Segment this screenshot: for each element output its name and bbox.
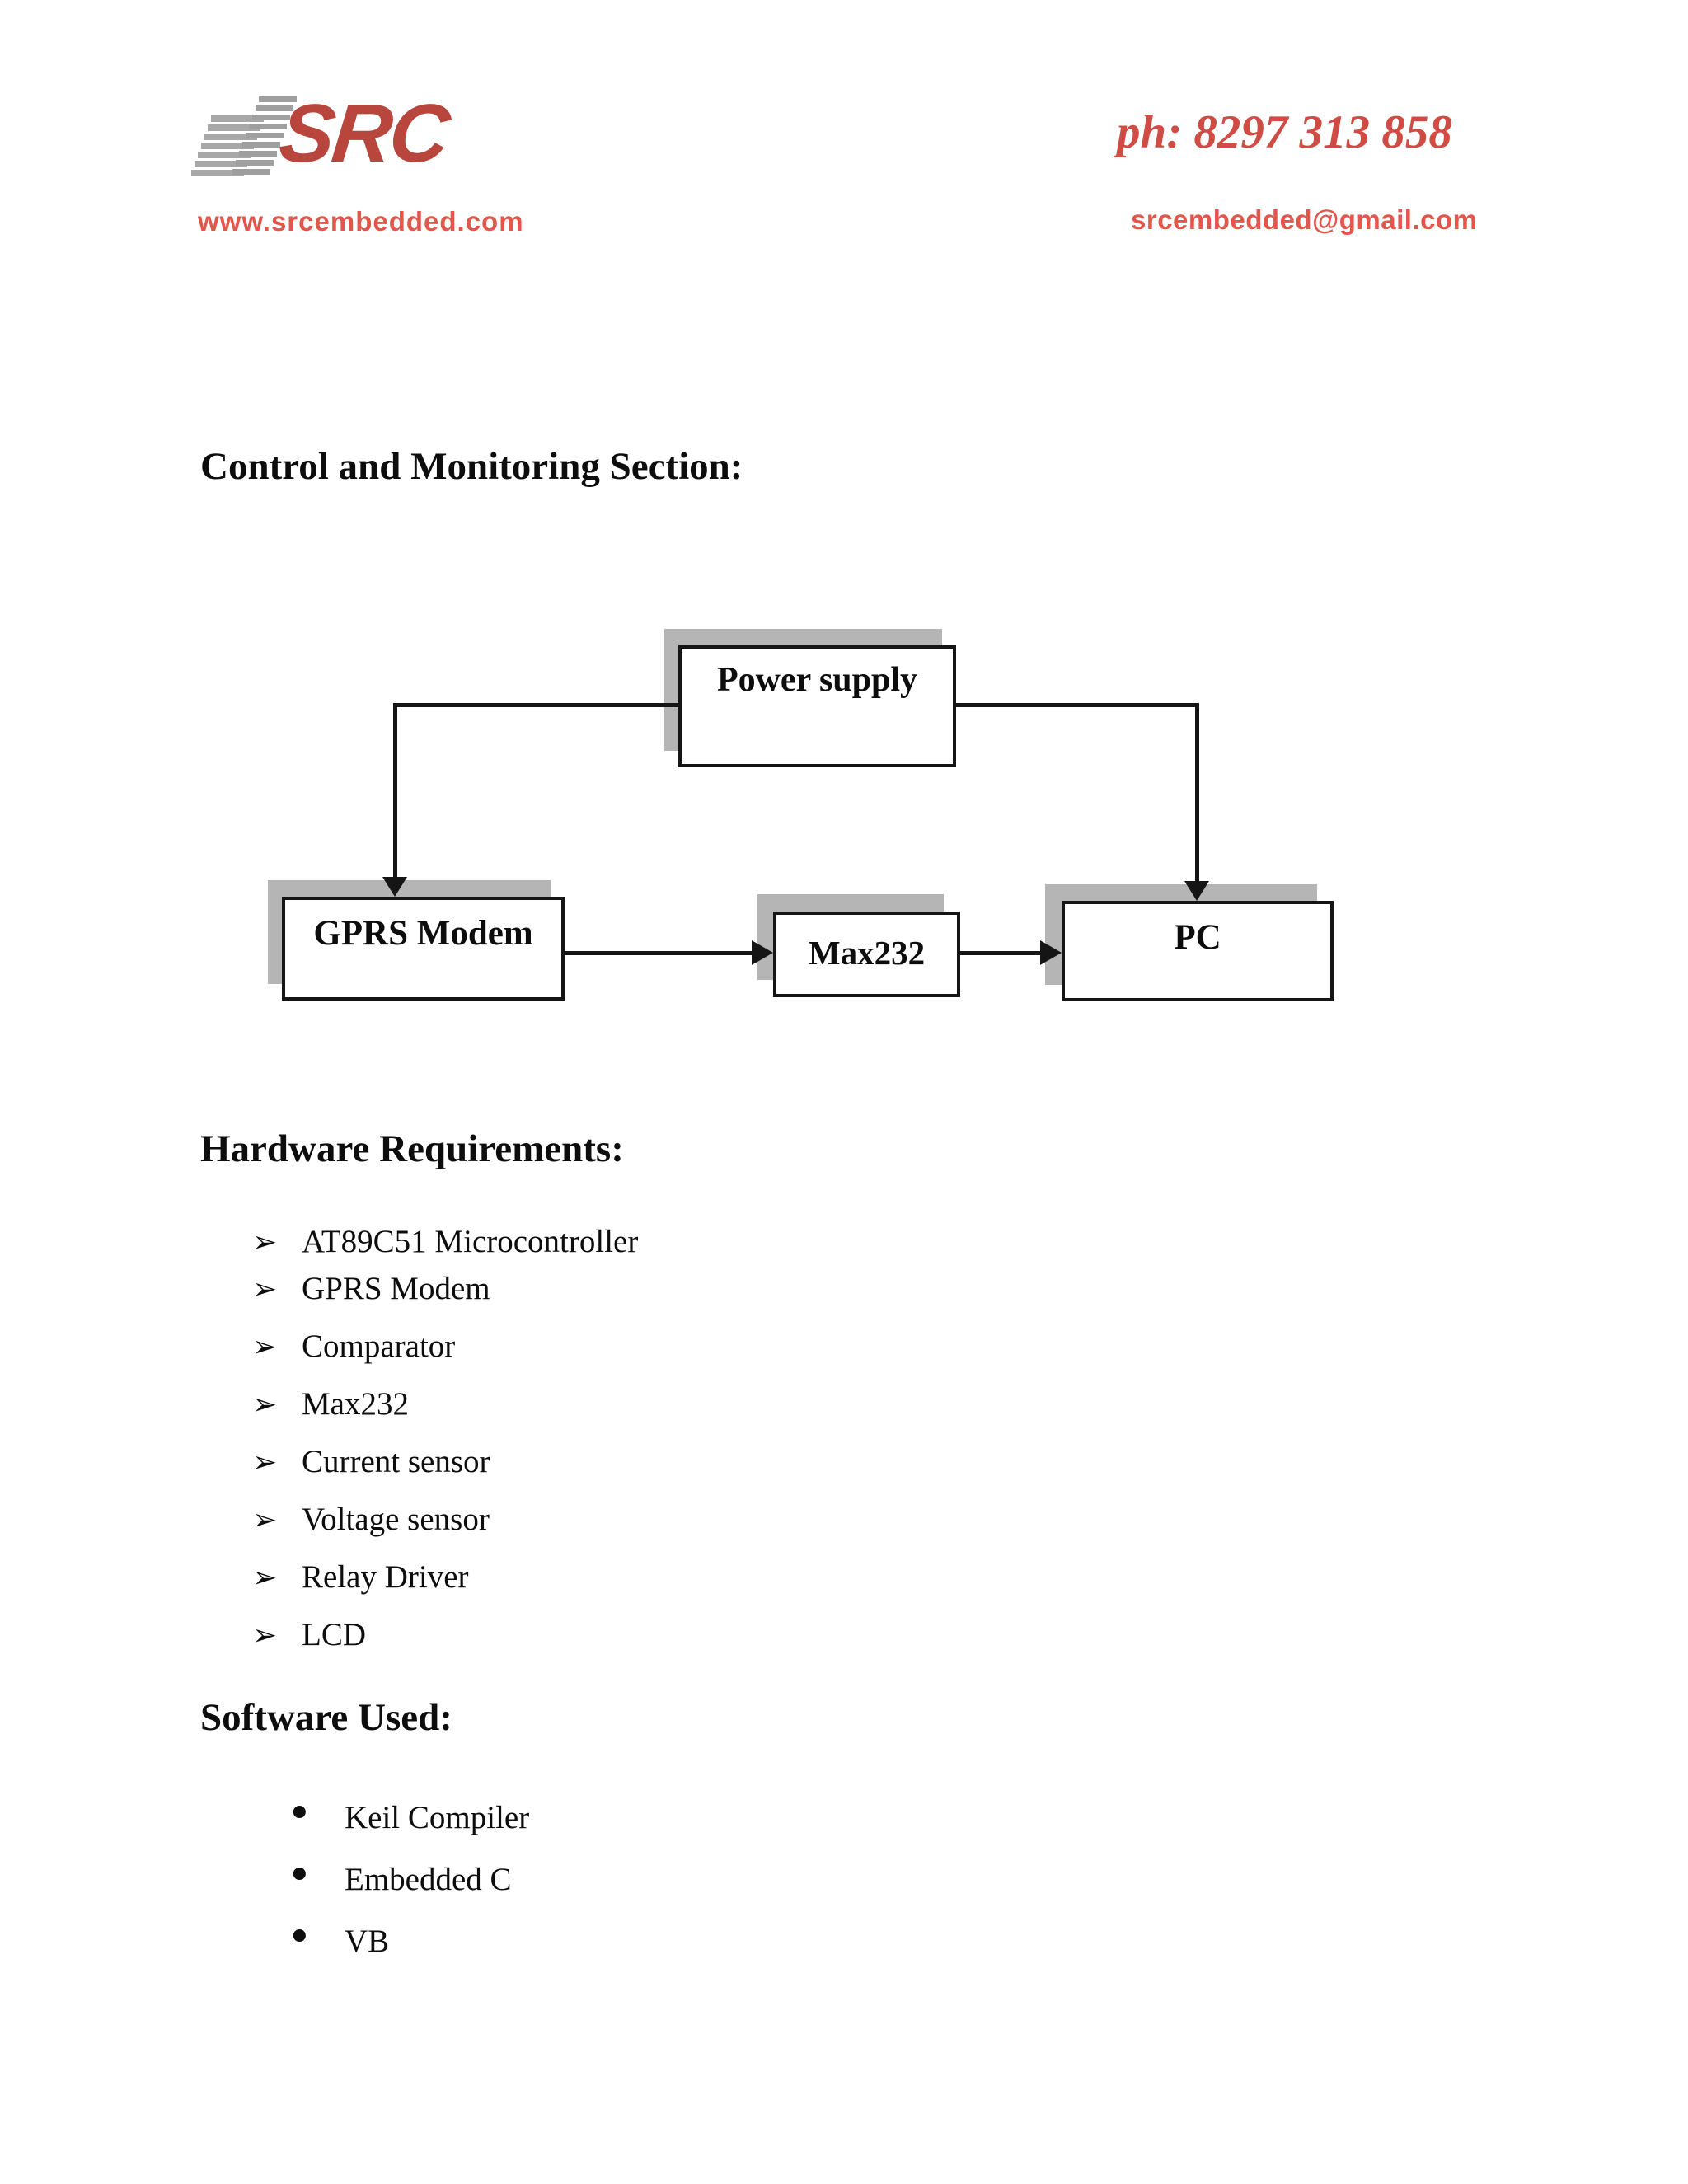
power-supply-label: Power supply (716, 661, 918, 699)
hardware-section-title: Hardware Requirements: (200, 1127, 624, 1170)
src-logo-bars-icon (191, 96, 297, 176)
list-item: ➢ Relay Driver (252, 1557, 638, 1599)
dot-bullet-icon: • (287, 1913, 312, 1962)
list-item: ➢ LCD (252, 1615, 638, 1657)
software-list: • Keil Compiler • Embedded C • VB (287, 1793, 529, 1962)
list-item: ➢ AT89C51 Microcontroller (252, 1221, 638, 1263)
list-item-label: Voltage sensor (302, 1502, 490, 1537)
list-item-label: Comparator (302, 1329, 456, 1364)
list-item: ➢ Comparator (252, 1326, 638, 1368)
dot-bullet-icon: • (287, 1789, 312, 1839)
max232-label: Max232 (808, 934, 926, 972)
arrow-bullet-icon: ➢ (252, 1619, 278, 1652)
list-item: ➢ Max232 (252, 1384, 638, 1426)
connector-power-to-gprs-horizontal (395, 703, 682, 707)
list-item: ➢ Current sensor (252, 1441, 638, 1483)
hardware-list: ➢ AT89C51 Microcontroller ➢ GPRS Modem ➢… (252, 1221, 638, 1657)
gprs-modem-label: GPRS Modem (313, 914, 533, 953)
arrow-bullet-icon: ➢ (252, 1226, 278, 1259)
connector-gprs-to-max232 (561, 951, 753, 955)
arrow-bullet-icon: ➢ (252, 1388, 278, 1422)
website-text: www.srcembedded.com (198, 206, 524, 237)
list-item-label: Keil Compiler (345, 1800, 530, 1835)
pc-box: PC (1062, 901, 1334, 1001)
dot-bullet-icon: • (287, 1851, 312, 1900)
max232-box: Max232 (773, 912, 960, 997)
list-item-label: Max232 (302, 1386, 409, 1422)
connector-max232-to-pc (957, 951, 1042, 955)
software-section-title: Software Used: (200, 1696, 452, 1739)
list-item-label: LCD (302, 1617, 366, 1652)
email-text: srcembedded@gmail.com (1131, 204, 1478, 235)
gprs-modem-box: GPRS Modem (282, 897, 565, 1001)
src-logo-text: SRC (275, 87, 452, 180)
list-item: • VB (287, 1913, 529, 1962)
list-item: • Keil Compiler (287, 1793, 529, 1839)
connector-power-to-pc-vertical (1195, 703, 1199, 883)
power-supply-box: Power supply (678, 645, 956, 767)
phone-text: ph: 8297 313 858 (1117, 106, 1452, 158)
list-item-label: Embedded C (345, 1862, 512, 1897)
list-item-label: GPRS Modem (302, 1271, 490, 1306)
list-item: ➢ GPRS Modem (252, 1268, 638, 1310)
arrow-bullet-icon: ➢ (252, 1446, 278, 1479)
pc-label: PC (1174, 918, 1221, 957)
arrow-bullet-icon: ➢ (252, 1330, 278, 1364)
list-item-label: VB (345, 1924, 390, 1959)
connector-power-to-gprs-vertical (393, 703, 397, 880)
arrow-bullet-icon: ➢ (252, 1503, 278, 1537)
list-item-label: Relay Driver (302, 1559, 469, 1595)
list-item-label: Current sensor (302, 1444, 490, 1479)
arrow-bullet-icon: ➢ (252, 1272, 278, 1306)
list-item: • Embedded C (287, 1851, 529, 1900)
arrowhead-down-pc-icon (1184, 881, 1209, 901)
control-section-title: Control and Monitoring Section: (200, 445, 743, 488)
arrowhead-right-pc-icon (1040, 940, 1062, 965)
arrow-bullet-icon: ➢ (252, 1561, 278, 1595)
connector-power-to-pc-horizontal (953, 703, 1199, 707)
list-item: ➢ Voltage sensor (252, 1499, 638, 1541)
arrowhead-right-max232-icon (752, 940, 773, 965)
list-item-label: AT89C51 Microcontroller (302, 1224, 639, 1259)
arrowhead-down-gprs-icon (382, 877, 407, 897)
